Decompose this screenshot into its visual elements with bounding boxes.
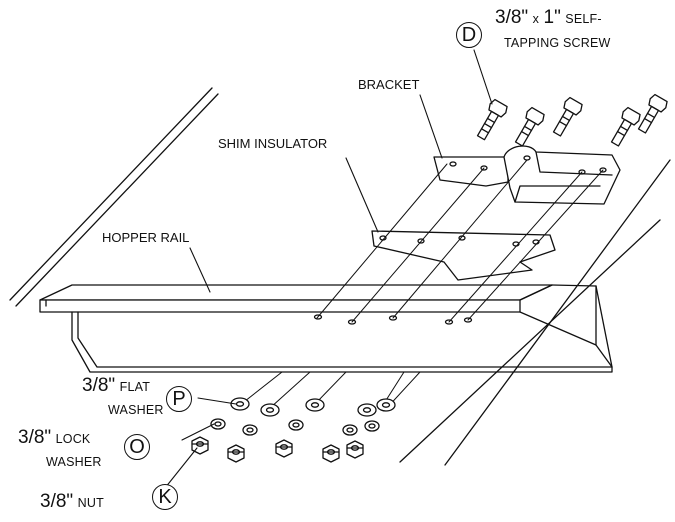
- nuts: [191, 436, 364, 463]
- rail-holes: [313, 314, 473, 325]
- lock-text: LOCK: [55, 432, 91, 446]
- callout-d: D: [456, 22, 482, 48]
- nut-size: 3/8": [40, 491, 74, 512]
- callout-o: O: [124, 434, 150, 460]
- hopper-rail: [39, 284, 613, 373]
- screw-size: 3/8": [495, 7, 529, 28]
- lock-size: 3/8": [18, 427, 52, 448]
- flat-washer-label: 3/8" FLAT: [82, 376, 150, 395]
- flat-text: FLAT: [119, 380, 151, 394]
- lock-washers: [210, 418, 380, 436]
- lock-washer-label: 3/8" LOCK: [18, 428, 90, 447]
- shim-insulator-label: SHIM INSULATOR: [218, 136, 328, 151]
- hopper-rail-label: HOPPER RAIL: [102, 230, 190, 245]
- bracket-label: BRACKET: [358, 77, 420, 92]
- callout-p: P: [166, 386, 192, 412]
- nut-label: 3/8" NUT: [40, 492, 104, 511]
- screw-x: x: [532, 12, 540, 26]
- screw-label: 3/8" x 1" SELF-: [495, 8, 602, 27]
- screw-length: 1": [543, 7, 561, 28]
- assembly-lines: [239, 159, 604, 411]
- screw-text-2: TAPPING SCREW: [504, 36, 611, 50]
- flat-text-2: WASHER: [108, 403, 164, 417]
- nut-text: NUT: [77, 496, 104, 510]
- lock-text-2: WASHER: [46, 455, 102, 469]
- bracket: [433, 145, 621, 205]
- screws: [476, 93, 668, 147]
- screw-text-1: SELF-: [565, 12, 602, 26]
- leader-lines: [164, 49, 493, 489]
- hopper-side-lines: [9, 87, 671, 466]
- flat-washers: [230, 397, 396, 417]
- callout-k: K: [152, 484, 178, 510]
- shim-insulator: [371, 230, 556, 281]
- flat-size: 3/8": [82, 375, 116, 396]
